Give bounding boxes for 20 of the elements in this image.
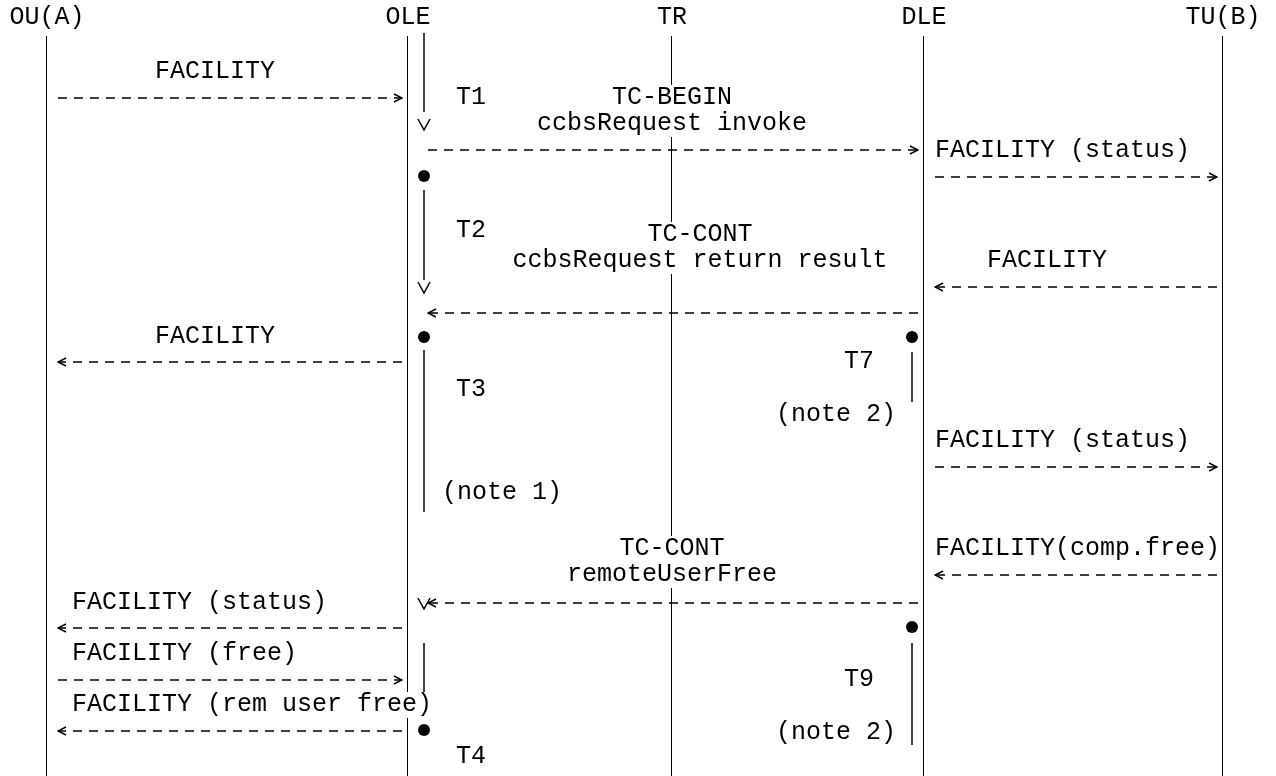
message-arrow [427,598,919,608]
message-arrow [427,145,919,155]
lifeline-header: OU(A) [8,4,86,32]
message-arrow [934,462,1218,472]
message-arrow [57,357,403,367]
edge-label: TC-CONT ccbsRequest return result [512,222,888,274]
message-arrow [934,282,1218,292]
message-arrow [934,570,1218,580]
message-arrow [934,172,1218,182]
edge-label: TC-BEGIN ccbsRequest invoke [537,85,808,137]
message-arrow [57,675,403,685]
edge-label: TC-CONT remoteUserFree [567,536,778,588]
lifeline-header: DLE [900,4,948,32]
message-arrow [57,726,403,736]
lifeline-header: TU(B) [1184,4,1262,32]
lifeline-header: OLE [384,4,432,32]
lifeline-header: TR [656,4,688,32]
message-arrow [57,93,403,103]
message-arrow [57,623,403,633]
message-arrow [427,308,919,318]
